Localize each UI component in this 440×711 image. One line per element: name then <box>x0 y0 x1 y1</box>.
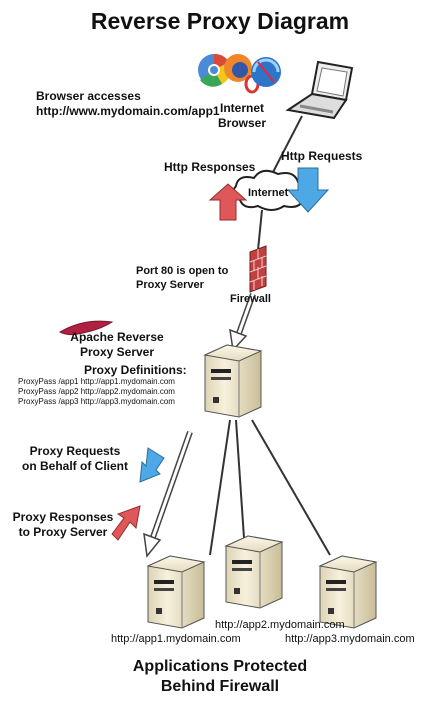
internet-firewall-line <box>257 209 263 251</box>
apache-feather-icon <box>58 320 114 336</box>
proxy-app1-line <box>209 419 231 556</box>
proxy-responses-label: Proxy Responses to Proxy Server <box>12 510 114 539</box>
app1-url-label: http://app1.mydomain.com <box>111 633 241 645</box>
firewall-label: Firewall <box>230 293 271 305</box>
http-responses-arrow-icon <box>208 183 248 221</box>
port-label: Port 80 is open to Proxy Server <box>136 265 229 291</box>
proxy-definitions-title: Proxy Definitions: <box>84 363 187 377</box>
proxy-responses-arrow-icon <box>111 505 141 541</box>
http-responses-label: Http Responses <box>164 160 256 174</box>
firewall-icon <box>249 245 267 293</box>
diagram-title: Reverse Proxy Diagram <box>90 8 350 34</box>
app3-url-label: http://app3.mydomain.com <box>285 633 415 645</box>
proxy-definitions-list: ProxyPass /app1 http://app1.mydomain.com… <box>18 377 175 407</box>
apache-label: Apache Reverse Proxy Server <box>70 330 164 359</box>
browser-logos-icon <box>198 53 281 94</box>
proxy-definition-line: ProxyPass /app1 http://app1.mydomain.com <box>18 377 175 386</box>
app2-url-label: http://app2.mydomain.com <box>215 619 345 631</box>
proxy-server-icon <box>204 344 262 418</box>
proxy-requests-arrow-icon <box>139 447 165 483</box>
footer-caption: Applications Protected Behind Firewall <box>132 658 308 695</box>
proxy-to-app1-arrow-icon <box>143 431 193 558</box>
http-requests-label: Http Requests <box>281 149 363 163</box>
app2-server-icon <box>225 535 283 609</box>
proxy-definition-line: ProxyPass /app3 http://app3.mydomain.com <box>18 397 175 406</box>
app1-server-icon <box>147 555 205 629</box>
proxy-app2-line <box>235 419 245 539</box>
laptop-connection-line <box>269 115 303 179</box>
proxy-app3-line <box>251 419 331 556</box>
proxy-definition-line: ProxyPass /app2 http://app2.mydomain.com <box>18 387 175 396</box>
firewall-to-proxy-arrow-icon <box>229 292 256 352</box>
laptop-icon <box>285 60 354 120</box>
internet-browser-label: Internet Browser <box>217 101 267 130</box>
internet-label: Internet <box>248 187 289 199</box>
browser-access-label: Browser accesses http://www.mydomain.com… <box>36 89 220 118</box>
proxy-requests-label: Proxy Requests on Behalf of Client <box>22 444 128 473</box>
http-requests-arrow-icon <box>286 167 330 213</box>
